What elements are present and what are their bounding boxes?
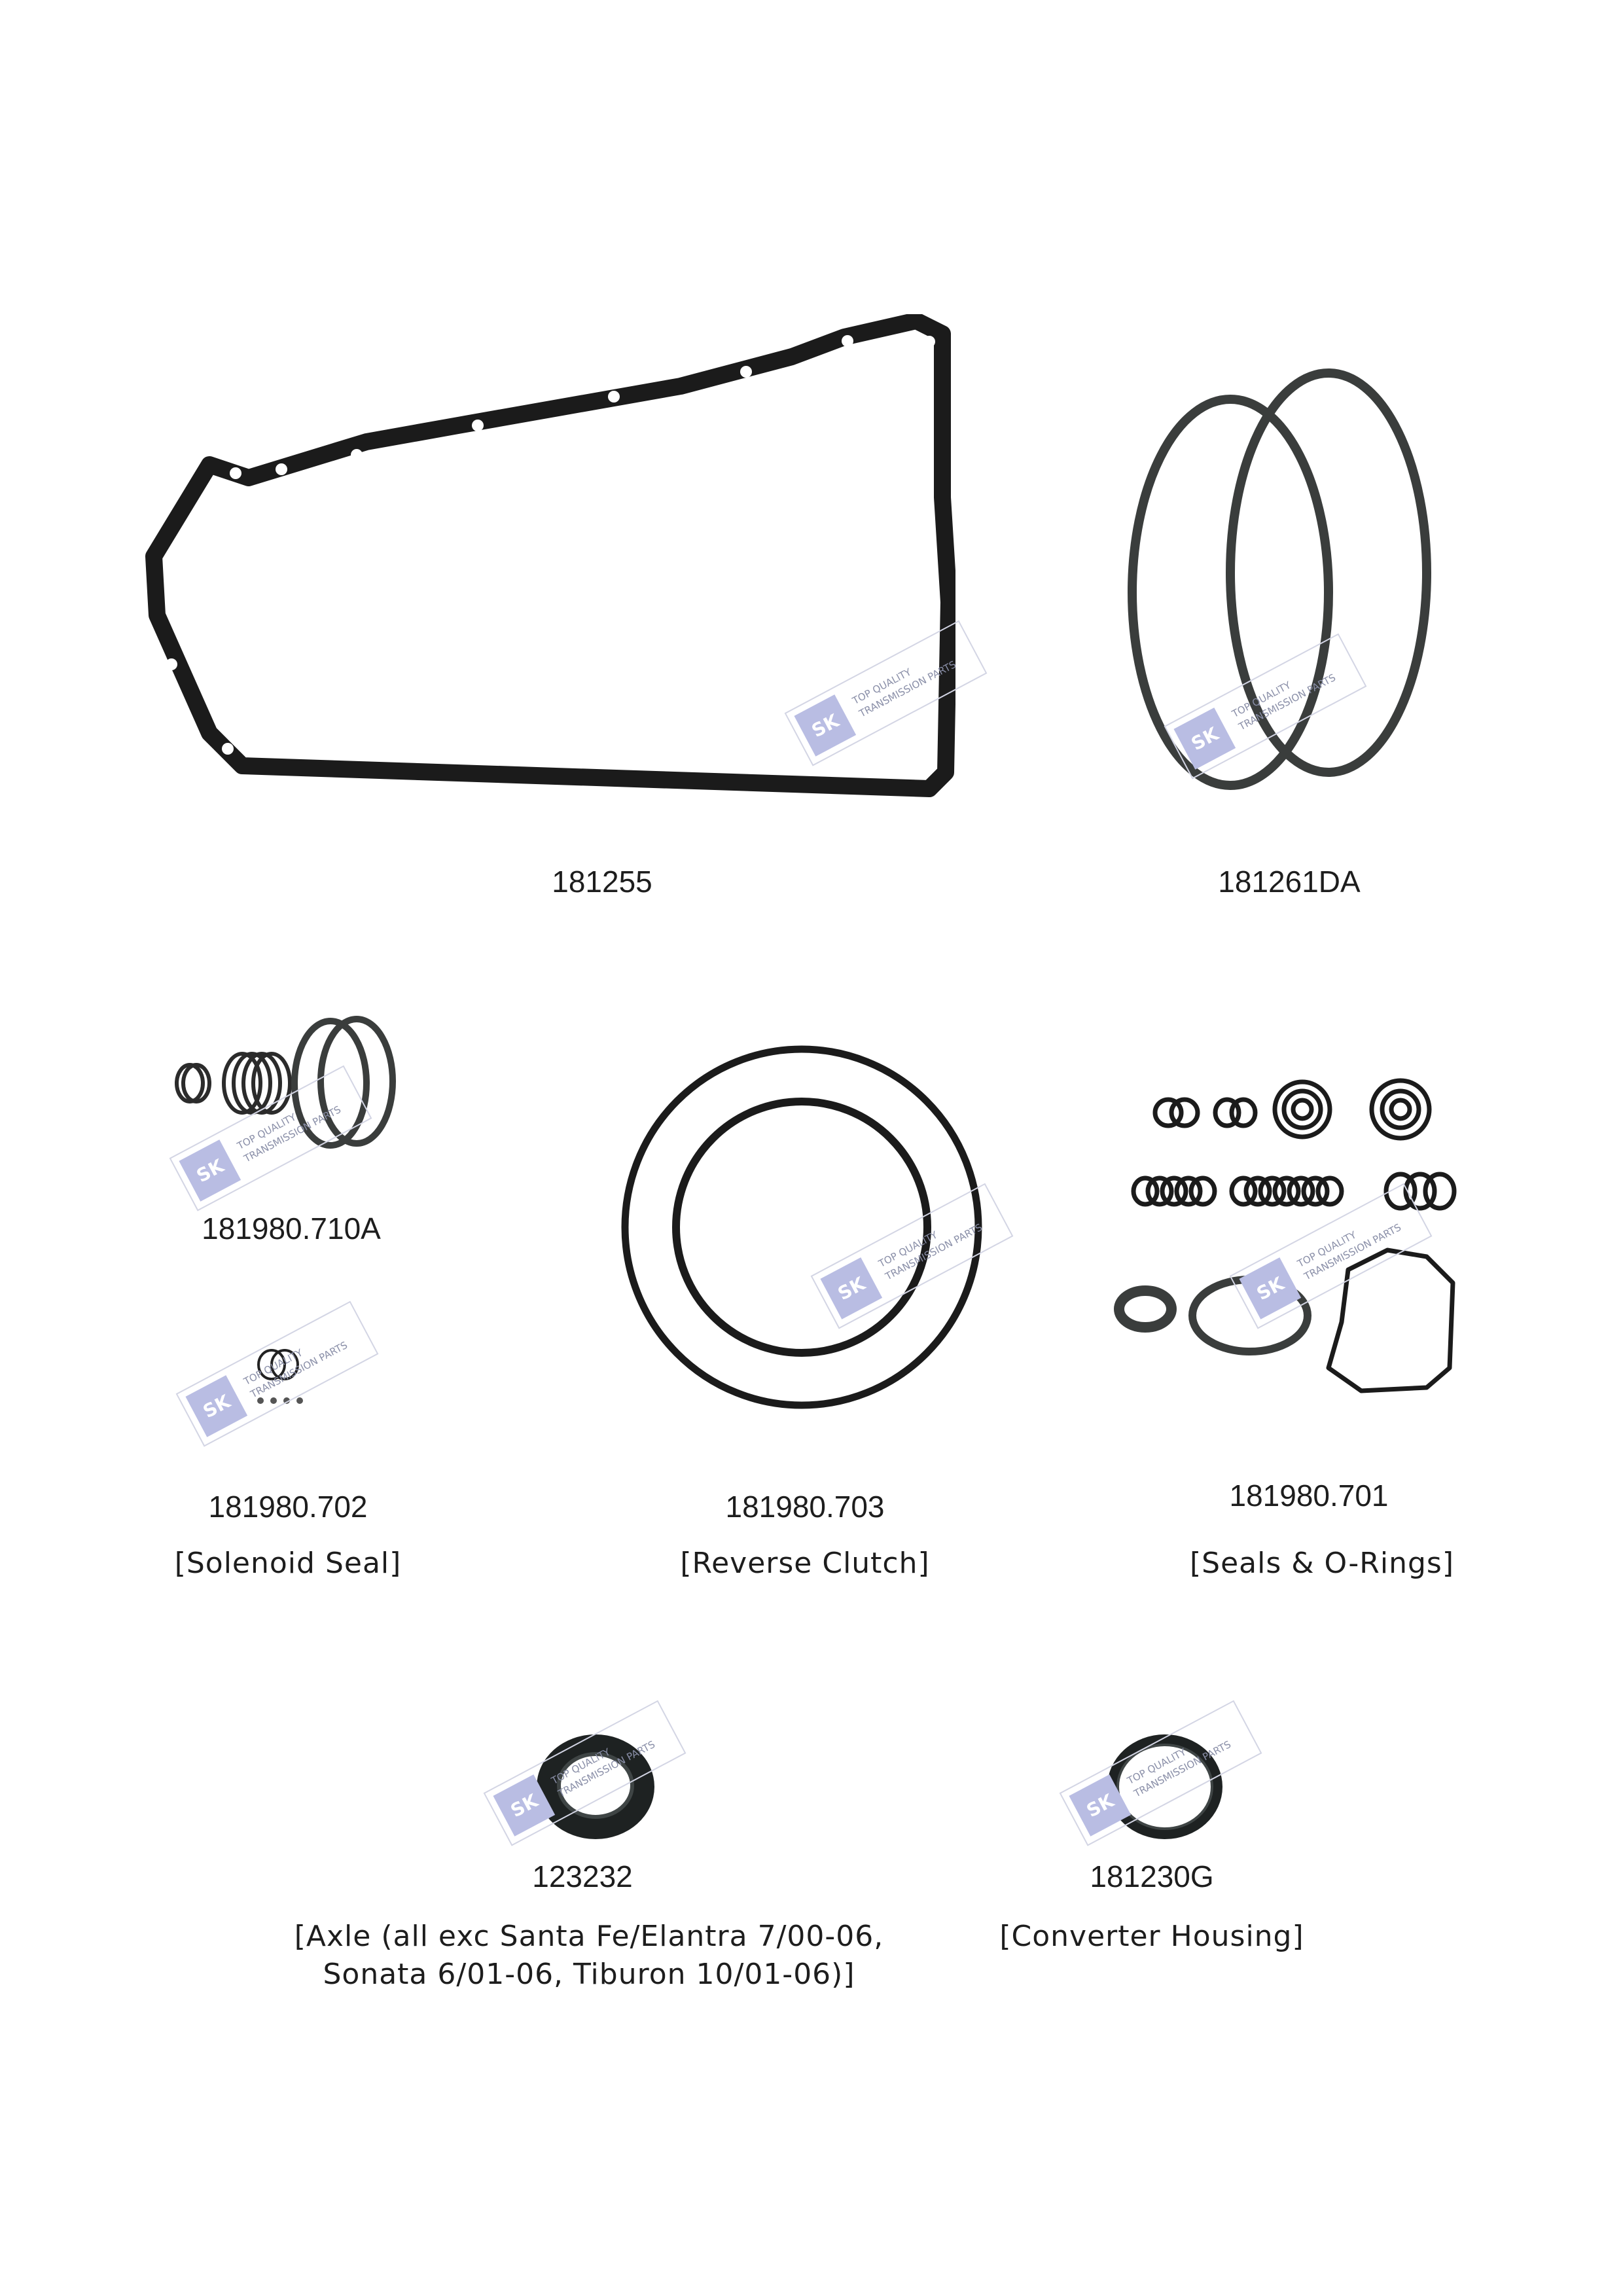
part-code-181980-703: 181980.703 xyxy=(725,1490,885,1524)
sealing-rings-image xyxy=(1128,368,1431,790)
watermark-logo: SK TOP QUALITY TRANSMISSION PARTS xyxy=(810,1183,1014,1329)
part-code-181980-710A: 181980.710A xyxy=(202,1211,381,1246)
part-desc-181980-703: [Reverse Clutch] xyxy=(680,1547,930,1580)
part-code-181980-701: 181980.701 xyxy=(1229,1479,1389,1513)
watermark-logo: SK TOP QUALITY TRANSMISSION PARTS xyxy=(175,1300,379,1447)
part-code-181980-702: 181980.702 xyxy=(208,1490,368,1524)
part-desc-181980-701: [Seals & O-Rings] xyxy=(1190,1547,1454,1580)
solenoid-seal-image xyxy=(257,1349,303,1404)
part-code-181261DA: 181261DA xyxy=(1218,865,1361,899)
part-code-181255: 181255 xyxy=(552,865,652,899)
converter-housing-seal-image xyxy=(1107,1734,1222,1839)
part-desc-181980-702: [Solenoid Seal] xyxy=(174,1547,402,1580)
watermark-logo: SK TOP QUALITY TRANSMISSION PARTS xyxy=(483,1700,687,1846)
watermark-logo: SK TOP QUALITY TRANSMISSION PARTS xyxy=(1229,1183,1433,1329)
seals-orings-kit-image xyxy=(1114,1078,1457,1393)
reverse-clutch-rings-image xyxy=(621,1045,982,1409)
axle-seal-image xyxy=(537,1734,654,1839)
part-code-123232: 123232 xyxy=(532,1859,633,1893)
pan-gasket-image xyxy=(145,314,955,797)
watermark-logo: SK TOP QUALITY TRANSMISSION PARTS xyxy=(1059,1700,1262,1846)
part-desc-123232-line2: Sonata 6/01-06, Tiburon 10/01-06)] xyxy=(323,1958,855,1991)
watermark-logo: SK TOP QUALITY TRANSMISSION PARTS xyxy=(1164,633,1367,780)
part-desc-181230G: [Converter Housing] xyxy=(999,1920,1304,1953)
watermark-logo: SK TOP QUALITY TRANSMISSION PARTS xyxy=(784,620,988,766)
part-desc-123232-line1: [Axle (all exc Santa Fe/Elantra 7/00-06, xyxy=(294,1920,884,1953)
part-code-181230G: 181230G xyxy=(1090,1859,1214,1893)
watermark-logo: SK TOP QUALITY TRANSMISSION PARTS xyxy=(169,1065,372,1211)
ring-kit-image xyxy=(175,1016,396,1149)
